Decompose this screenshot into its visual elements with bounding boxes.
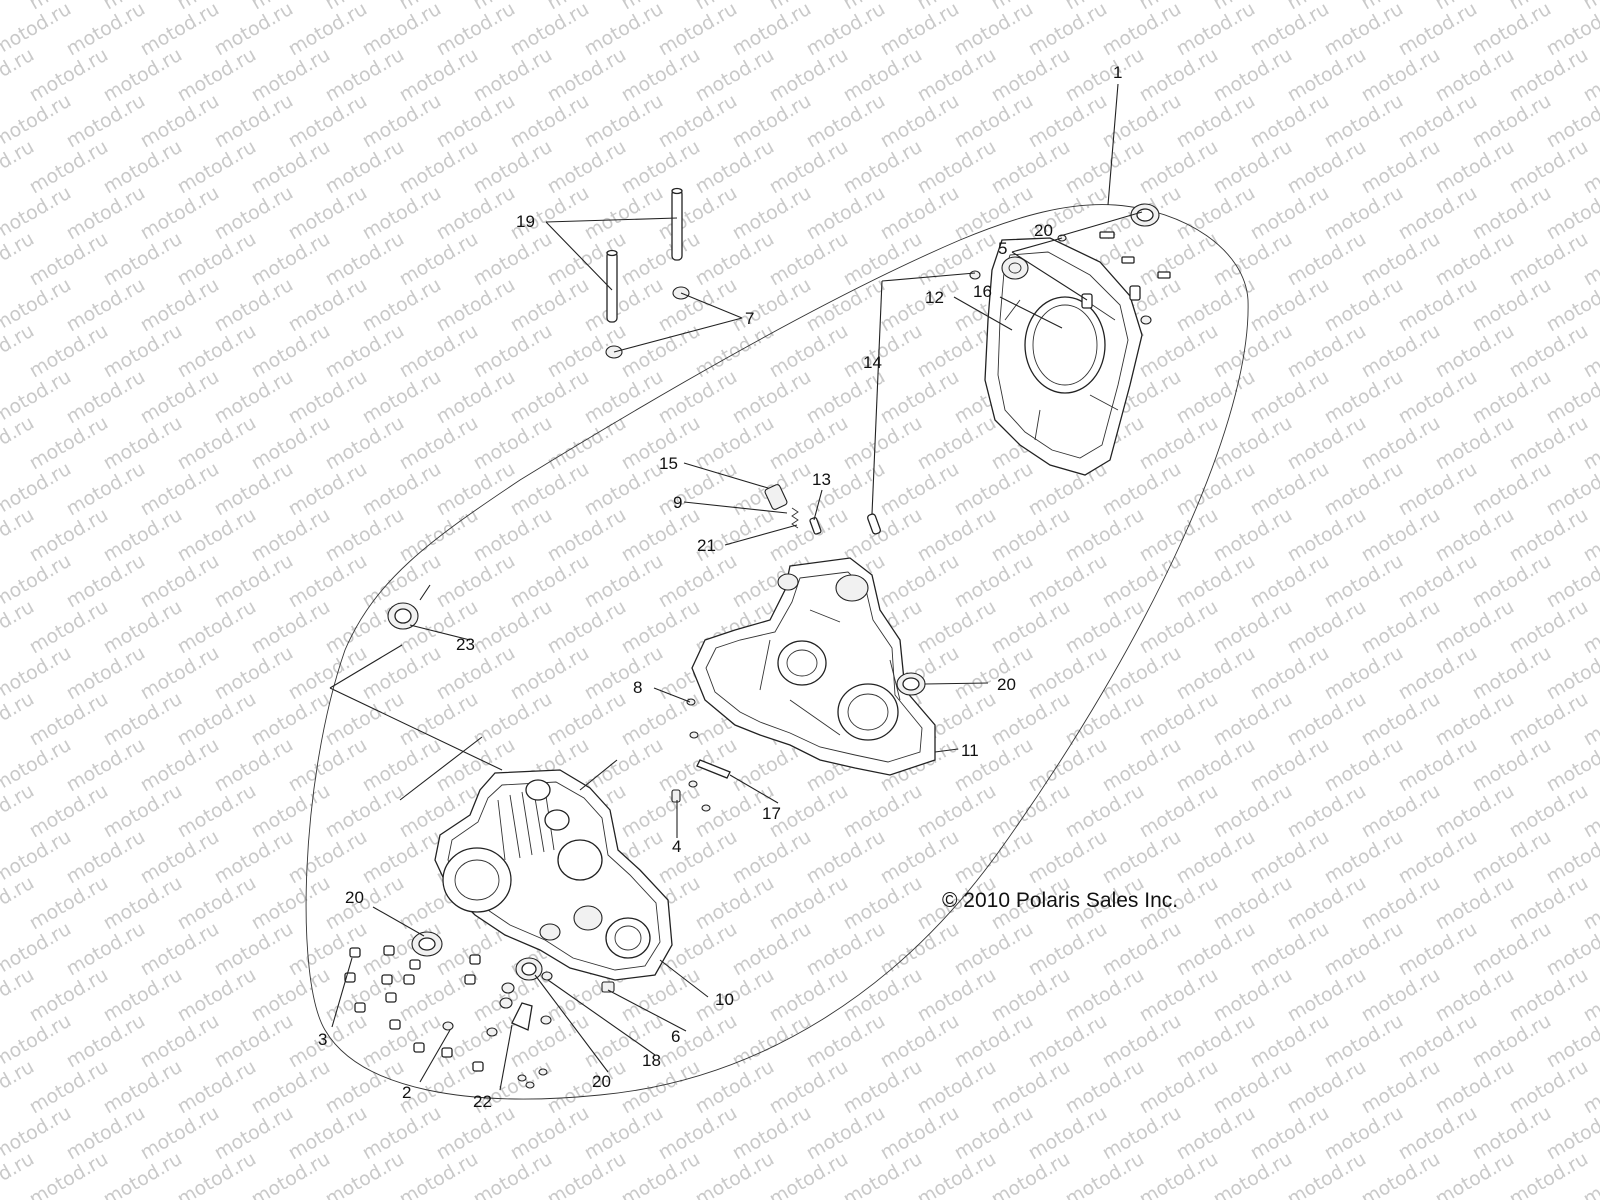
callout-21: 21	[697, 536, 716, 555]
watermark-text: motod.ru	[1173, 0, 1259, 60]
callout-20: 20	[1034, 221, 1053, 240]
callout-14: 14	[863, 353, 882, 372]
callout-2: 2	[402, 1083, 411, 1102]
callout-20d: 20	[592, 1072, 611, 1091]
watermark-text: motod.ru	[211, 0, 297, 60]
seal-left	[387, 602, 419, 630]
dowel-pins	[606, 187, 683, 323]
callout-20c: 20	[345, 888, 364, 907]
watermark-text: motod.ru	[1025, 0, 1111, 60]
callout-13: 13	[812, 470, 831, 489]
watermark-text: motod.ru	[359, 0, 445, 60]
callout-3: 3	[318, 1030, 327, 1049]
cover-bolts	[969, 231, 1171, 325]
callout-5: 5	[998, 239, 1007, 258]
seal-center-right	[896, 672, 926, 696]
outer-cover-plate	[984, 237, 1143, 476]
watermark-text: motod.ru	[1395, 0, 1481, 60]
watermark-text: motod.ru	[803, 0, 889, 60]
watermark-text: motod.ru	[655, 0, 741, 60]
assembly-outline	[305, 204, 1249, 1100]
callout-23: 23	[456, 635, 475, 654]
housing-small-parts	[671, 698, 731, 812]
leader-lines	[329, 83, 1143, 1091]
callout-9: 9	[673, 493, 682, 512]
center-small-parts	[764, 484, 881, 535]
watermark-text: motod.ru	[729, 0, 815, 60]
seals-lower	[411, 931, 543, 981]
watermark-text: motod.ru	[581, 0, 667, 60]
callout-18: 18	[642, 1051, 661, 1070]
callout-1: 1	[1113, 63, 1122, 82]
watermark-text: motod.ru	[951, 0, 1037, 60]
watermark-text: motod.ru	[137, 0, 223, 60]
callout-4: 4	[672, 837, 681, 856]
callout-17: 17	[762, 804, 781, 823]
callout-7: 7	[745, 309, 754, 328]
watermark-text: motod.ru	[1469, 0, 1555, 60]
watermark-text: motod.ru	[1099, 0, 1185, 60]
watermark-text: motod.ru	[1321, 0, 1407, 60]
lower-case-cover	[434, 769, 673, 981]
callout-10: 10	[715, 990, 734, 1009]
callout-20b: 20	[997, 675, 1016, 694]
callout-19: 19	[516, 212, 535, 231]
callout-8: 8	[633, 678, 642, 697]
callout-11: 11	[961, 741, 979, 760]
watermark-text: motod.ru	[877, 0, 963, 60]
callout-15: 15	[659, 454, 678, 473]
copyright-text: © 2010 Polaris Sales Inc.	[942, 889, 1179, 912]
callout-labels: 1 19 7 20 5 16 12 14 15 13 9 21 23 8 20 …	[318, 63, 1122, 1111]
watermark-text: motod.ru	[507, 0, 593, 60]
watermark-text: motod.ru	[63, 0, 149, 60]
callout-16: 16	[973, 282, 992, 301]
watermark-text: motod.ru	[1247, 0, 1333, 60]
callout-12: 12	[925, 288, 944, 307]
seal-top	[1130, 203, 1160, 227]
callout-6: 6	[671, 1027, 680, 1046]
lower-fasteners	[344, 945, 615, 1089]
main-housing	[691, 557, 936, 776]
callout-22: 22	[473, 1092, 492, 1111]
watermark-text: motod.ru	[433, 0, 519, 60]
watermark-text: motod.ru	[285, 0, 371, 60]
